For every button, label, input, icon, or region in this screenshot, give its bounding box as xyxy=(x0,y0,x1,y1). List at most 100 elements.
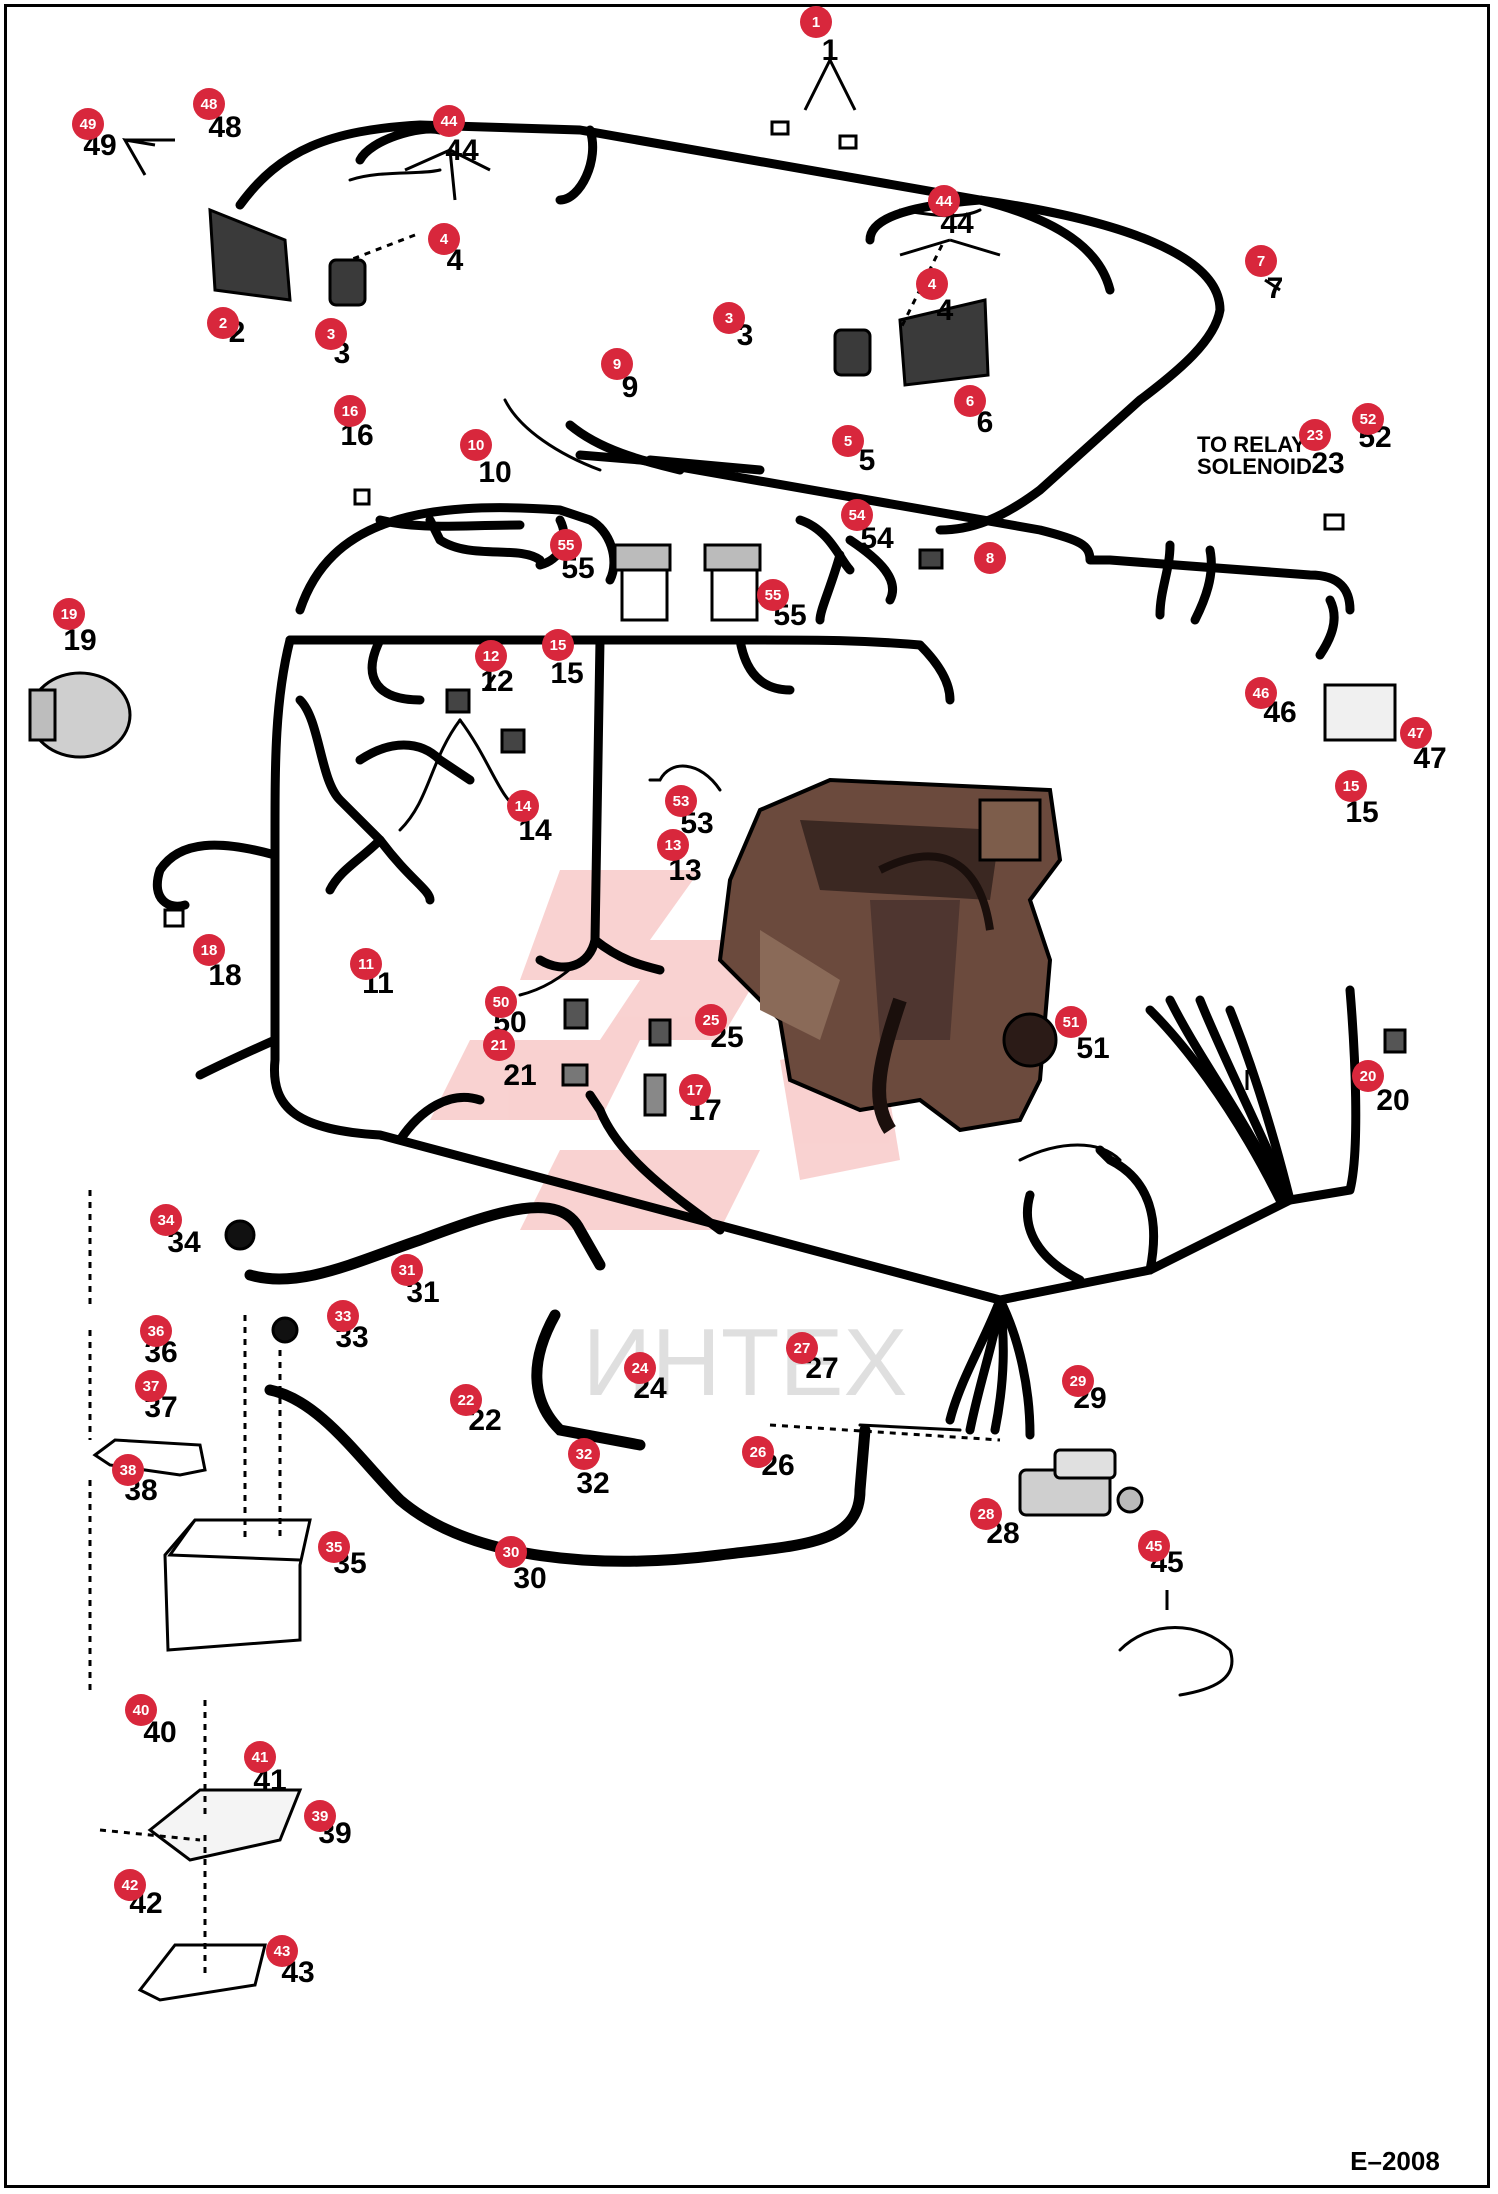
label-6: 6 xyxy=(977,406,994,439)
badge-14-text: 14 xyxy=(515,798,532,815)
badge-28[interactable]: 28 xyxy=(970,1498,1002,1530)
badge-8[interactable]: 8 xyxy=(974,542,1006,574)
badge-29[interactable]: 29 xyxy=(1062,1365,1094,1397)
sensor-21 xyxy=(561,1063,589,1087)
badge-50[interactable]: 50 xyxy=(485,986,517,1018)
badge-44b-text: 44 xyxy=(936,193,953,210)
badge-16[interactable]: 16 xyxy=(334,395,366,427)
badge-9[interactable]: 9 xyxy=(601,348,633,380)
badge-13[interactable]: 13 xyxy=(657,829,689,861)
badge-45[interactable]: 45 xyxy=(1138,1530,1170,1562)
badge-22[interactable]: 22 xyxy=(450,1384,482,1416)
badge-31[interactable]: 31 xyxy=(391,1254,423,1286)
badge-9-text: 9 xyxy=(613,356,621,373)
badge-55b-text: 55 xyxy=(765,587,782,604)
badge-38[interactable]: 38 xyxy=(112,1454,144,1486)
badge-53-text: 53 xyxy=(673,793,690,810)
badge-1[interactable]: 1 xyxy=(800,6,832,38)
badge-27-text: 27 xyxy=(794,1340,811,1357)
badge-1-text: 1 xyxy=(812,14,820,31)
badge-12-text: 12 xyxy=(483,648,500,665)
badge-48-text: 48 xyxy=(201,96,218,113)
badge-35[interactable]: 35 xyxy=(318,1531,350,1563)
badge-4a[interactable]: 4 xyxy=(428,223,460,255)
badge-23[interactable]: 23 xyxy=(1299,419,1331,451)
badge-43-text: 43 xyxy=(274,1943,291,1960)
badge-54[interactable]: 54 xyxy=(841,499,873,531)
badge-15a[interactable]: 15 xyxy=(542,629,574,661)
badge-18[interactable]: 18 xyxy=(193,934,225,966)
badge-26[interactable]: 26 xyxy=(742,1436,774,1468)
badge-49[interactable]: 49 xyxy=(72,108,104,140)
label-4b: 4 xyxy=(937,294,954,327)
badge-24[interactable]: 24 xyxy=(624,1352,656,1384)
controller-46 xyxy=(1323,683,1397,742)
badge-21[interactable]: 21 xyxy=(483,1029,515,1061)
badge-5[interactable]: 5 xyxy=(832,425,864,457)
badge-32[interactable]: 32 xyxy=(568,1438,600,1470)
badge-5-text: 5 xyxy=(844,433,852,450)
leader-lines xyxy=(88,59,1281,1975)
badge-15b[interactable]: 15 xyxy=(1335,770,1367,802)
drawing-code: E–2008 xyxy=(1350,2146,1440,2176)
badge-37[interactable]: 37 xyxy=(135,1370,167,1402)
badge-40[interactable]: 40 xyxy=(125,1694,157,1726)
badge-25[interactable]: 25 xyxy=(695,1004,727,1036)
badge-44b[interactable]: 44 xyxy=(928,185,960,217)
lamp-3-right xyxy=(833,328,872,377)
badge-4b[interactable]: 4 xyxy=(916,268,948,300)
badge-layer[interactable]: 1 2 3 3 4 4 5 6 7 8 9 10 11 12 13 14 15 … xyxy=(53,6,1432,1967)
badge-31-text: 31 xyxy=(399,1262,416,1279)
badge-49-text: 49 xyxy=(80,116,97,133)
badge-30[interactable]: 30 xyxy=(495,1536,527,1568)
badge-54-text: 54 xyxy=(849,507,866,524)
badge-3a[interactable]: 3 xyxy=(315,318,347,350)
badge-19[interactable]: 19 xyxy=(53,598,85,630)
label-32: 32 xyxy=(576,1467,609,1500)
badge-20[interactable]: 20 xyxy=(1352,1060,1384,1092)
badge-10-text: 10 xyxy=(468,437,485,454)
badge-23-text: 23 xyxy=(1307,427,1324,444)
badge-41[interactable]: 41 xyxy=(244,1741,276,1773)
badge-6[interactable]: 6 xyxy=(954,385,986,417)
badge-2-text: 2 xyxy=(219,315,227,332)
badge-7[interactable]: 7 xyxy=(1245,245,1277,277)
badge-37-text: 37 xyxy=(143,1378,160,1395)
badge-46[interactable]: 46 xyxy=(1245,677,1277,709)
badge-27[interactable]: 27 xyxy=(786,1332,818,1364)
label-30: 30 xyxy=(513,1562,546,1595)
callout-labels: 1 2 3 3 4 4 5 6 7 9 10 11 12 13 14 15 15… xyxy=(63,34,1446,1989)
badge-47[interactable]: 47 xyxy=(1400,717,1432,749)
badge-55a[interactable]: 55 xyxy=(550,529,582,561)
badge-53[interactable]: 53 xyxy=(665,785,697,817)
badge-14[interactable]: 14 xyxy=(507,790,539,822)
badge-11[interactable]: 11 xyxy=(350,948,382,980)
label-5: 5 xyxy=(859,444,876,477)
badge-3a-text: 3 xyxy=(327,326,335,343)
badge-42[interactable]: 42 xyxy=(114,1869,146,1901)
label-10: 10 xyxy=(478,456,511,489)
badge-52-text: 52 xyxy=(1360,411,1377,428)
badge-52[interactable]: 52 xyxy=(1352,403,1384,435)
badge-34[interactable]: 34 xyxy=(150,1204,182,1236)
badge-13-text: 13 xyxy=(665,837,682,854)
badge-39[interactable]: 39 xyxy=(304,1800,336,1832)
badge-36[interactable]: 36 xyxy=(140,1315,172,1347)
badge-36-text: 36 xyxy=(148,1323,165,1340)
badge-18-text: 18 xyxy=(201,942,218,959)
badge-17[interactable]: 17 xyxy=(679,1074,711,1106)
badge-12[interactable]: 12 xyxy=(475,640,507,672)
badge-55b[interactable]: 55 xyxy=(757,579,789,611)
badge-48[interactable]: 48 xyxy=(193,88,225,120)
badge-2[interactable]: 2 xyxy=(207,307,239,339)
badge-51[interactable]: 51 xyxy=(1055,1006,1087,1038)
label-51: 51 xyxy=(1076,1032,1109,1065)
cable-30 xyxy=(264,1384,871,1567)
badge-3b[interactable]: 3 xyxy=(713,302,745,334)
badge-33[interactable]: 33 xyxy=(327,1300,359,1332)
badge-43[interactable]: 43 xyxy=(266,1935,298,1967)
badge-44a[interactable]: 44 xyxy=(433,105,465,137)
fuel-filter-left xyxy=(620,563,669,622)
badge-10[interactable]: 10 xyxy=(460,429,492,461)
fuse-23 xyxy=(1323,513,1345,531)
